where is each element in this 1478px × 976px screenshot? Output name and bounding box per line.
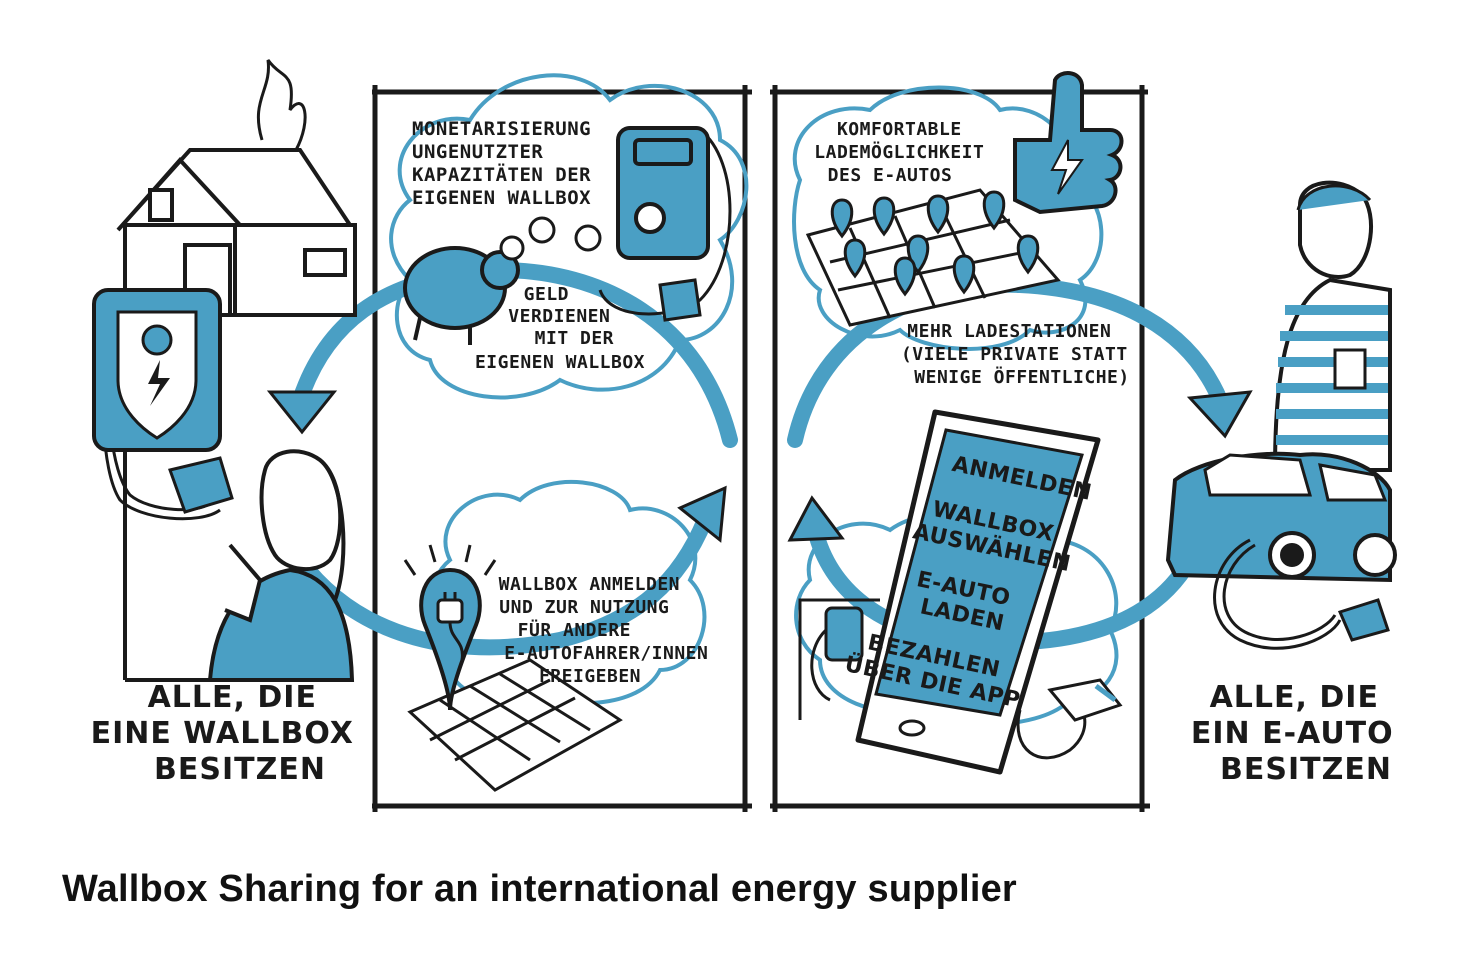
arrow-icon — [266, 390, 338, 435]
map-grid-icon — [407, 658, 623, 792]
arrow-icon — [677, 485, 727, 543]
comfort-note-line: KOMFORTABLE — [837, 119, 962, 140]
owner-label-line: ALLE, DIE — [148, 680, 317, 715]
register-wallbox-note-line: UND ZUR NUTZUNG — [499, 597, 669, 618]
cable-icon — [1016, 678, 1123, 760]
driver-label-line: BESITZEN — [1220, 752, 1392, 787]
lightning-icon — [148, 360, 170, 406]
arrow-icon — [1186, 390, 1253, 439]
comfort-note: KOMFORTABLE LADEMÖGLICHKEIT DES E-AUTOS — [814, 119, 995, 186]
cloud-top-right — [792, 85, 1104, 351]
tablet-icon — [855, 409, 1101, 775]
car-icon — [1165, 451, 1397, 583]
woman-icon — [207, 449, 355, 682]
wallbox-icon — [92, 288, 234, 521]
cable-icon — [1213, 538, 1390, 650]
plug-icon — [436, 592, 464, 661]
owner-label: ALLE, DIE EINE WALLBOX BESITZEN — [91, 680, 366, 787]
man-icon — [1272, 180, 1392, 472]
driver-label-line: EIN E-AUTO — [1191, 716, 1394, 751]
wallbox-sharing-illustration: ALLE, DIE EINE WALLBOX BESITZEN ALLE, DI… — [91, 59, 1405, 812]
monetization-note-line: MONETARISIERUNG — [412, 118, 591, 140]
cloud-top-left — [389, 73, 749, 400]
owner-label-line: EINE WALLBOX — [91, 716, 354, 751]
earn-money-note-line: GELD — [524, 284, 569, 305]
earn-money-note: GELD VERDIENEN MIT DER EIGENEN WALLBOX — [475, 284, 645, 373]
monetization-note-line: EIGENEN WALLBOX — [412, 187, 591, 209]
stations-note-line: MEHR LADESTATIONEN — [907, 321, 1111, 342]
register-wallbox-note-line: E-AUTOFAHRER/INNEN — [504, 643, 708, 664]
earn-money-note-line: VERDIENEN — [508, 306, 610, 327]
driver-label-line: ALLE, DIE — [1210, 680, 1379, 715]
map-pin-icon — [403, 544, 497, 711]
stations-note-line: WENIGE ÖFFENTLICHE) — [914, 366, 1129, 388]
register-wallbox-note: WALLBOX ANMELDEN UND ZUR NUTZUNG FÜR AND… — [499, 574, 720, 687]
monetization-note: MONETARISIERUNG UNGENUTZTER KAPAZITÄTEN … — [412, 118, 603, 209]
panel-frame-right — [770, 85, 1150, 812]
wallbox-icon — [598, 126, 732, 322]
register-wallbox-note-line: WALLBOX ANMELDEN — [499, 574, 680, 595]
map-pin-icon — [830, 190, 1040, 297]
earn-money-note-line: MIT DER — [535, 328, 614, 349]
comfort-note-line: LADEMÖGLICHKEIT — [814, 141, 984, 163]
lightning-icon — [1050, 139, 1084, 195]
monetization-note-line: KAPAZITÄTEN DER — [412, 162, 591, 186]
earn-money-note-line: EIGENEN WALLBOX — [475, 352, 645, 373]
wallbox-icon — [798, 598, 880, 720]
coin-icon — [499, 216, 602, 261]
arrow-icon — [787, 495, 845, 542]
stations-note: MEHR LADESTATIONEN (VIELE PRIVATE STATT … — [901, 321, 1139, 388]
cloud-bottom-right — [794, 509, 1119, 726]
monetization-note-line: UNGENUTZTER — [412, 141, 543, 163]
register-wallbox-note-line: FREIGEBEN — [539, 666, 641, 687]
register-wallbox-note-line: FÜR ANDERE — [518, 619, 631, 641]
comfort-note-line: DES E-AUTOS — [828, 165, 953, 186]
app-step-4: BEZAHLEN ÜBER DIE APP — [842, 627, 1027, 714]
arrow-cycle-left-bottom — [292, 512, 713, 656]
thumbs-up-icon — [1013, 71, 1124, 215]
piggy-bank-icon — [403, 246, 520, 345]
stations-note-line: (VIELE PRIVATE STATT — [901, 344, 1128, 365]
driver-label: ALLE, DIE EIN E-AUTO BESITZEN — [1191, 680, 1405, 787]
page-caption: Wallbox Sharing for an international ene… — [62, 868, 1017, 910]
owner-label-line: BESITZEN — [154, 752, 326, 787]
